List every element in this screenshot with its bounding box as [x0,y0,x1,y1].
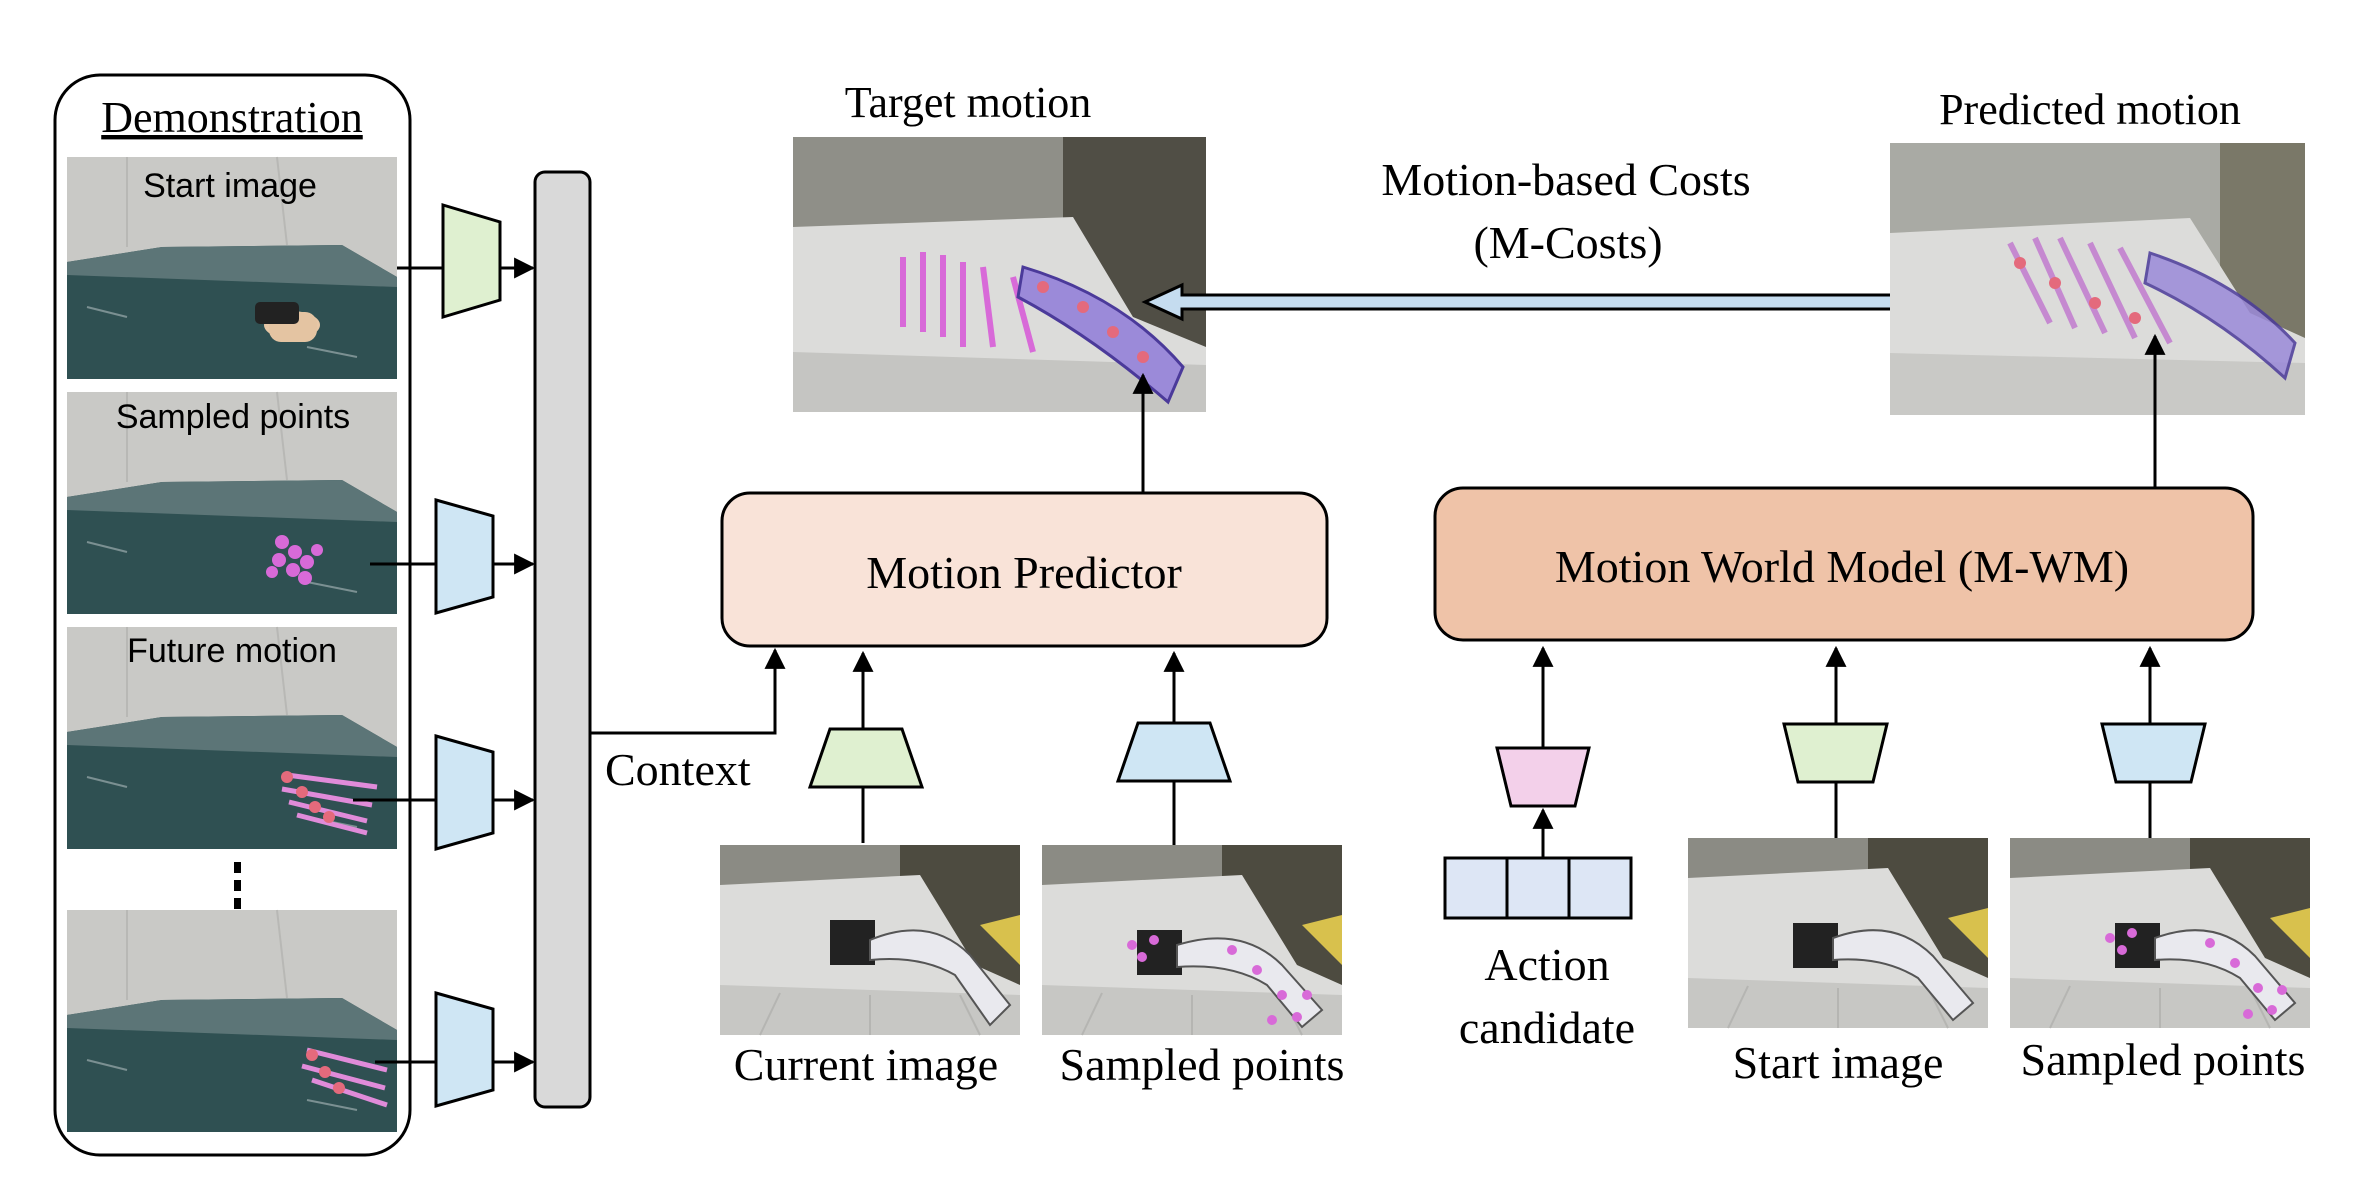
demo-panel-sampled-points [66,391,398,615]
demo-ellipsis [234,862,241,909]
motion-predictor-label: Motion Predictor [866,547,1182,598]
demo-panel-label-future-motion: Future motion [127,632,337,670]
sampled-points-label-right: Sampled points [2021,1034,2306,1085]
demo-points-encoder-1 [434,498,495,615]
demo-panel-label-start-image: Start image [143,167,317,205]
action-candidate-label-line1: Action [1484,939,1609,990]
context-arrow [590,647,786,735]
start-image-label: Start image [1733,1037,1944,1088]
demo-panel-final-motion [66,909,398,1133]
context-bar [533,170,592,1109]
demo-arrows [353,257,536,1073]
start-image-encoder [1782,722,1889,784]
m-costs-arrow [1141,282,2016,322]
context-label: Context [605,744,751,795]
costs-label-line1: Motion-based Costs [1381,154,1750,205]
sampled-points-encoder-right [2100,722,2207,784]
motion-predictor-box [720,491,1329,648]
current-image-label: Current image [734,1039,998,1090]
demo-panel-start-image [66,156,398,380]
demo-image-encoder [441,202,502,320]
costs-label-line2: (M-Costs) [1473,217,1662,268]
demonstration-title: Demonstration [101,93,363,142]
target-motion-label: Target motion [845,78,1092,127]
demo-panel-future-motion [66,626,398,850]
world-model-box [1433,486,2255,642]
current-image-encoder [807,727,925,789]
action-candidate-label-line2: candidate [1459,1002,1635,1053]
demo-points-encoder-3 [434,991,495,1108]
target-motion-image [793,137,1206,412]
action-encoder [1495,746,1591,808]
current-image [719,844,1021,1036]
start-image-right [1687,837,1989,1029]
world-model-label: Motion World Model (M-WM) [1555,541,2129,592]
sampled-points-image-left [1041,844,1343,1036]
sampled-points-label-left: Sampled points [1060,1039,1345,1090]
sampled-points-image-right [2009,837,2311,1029]
predicted-motion-label: Predicted motion [1939,85,2241,134]
demo-panel-label-sampled-points: Sampled points [116,398,350,436]
sampled-points-encoder-left [1115,721,1233,783]
demo-points-encoder-2 [434,734,495,851]
action-candidate-cells [1443,856,1633,920]
predicted-motion-image [1890,143,2305,415]
